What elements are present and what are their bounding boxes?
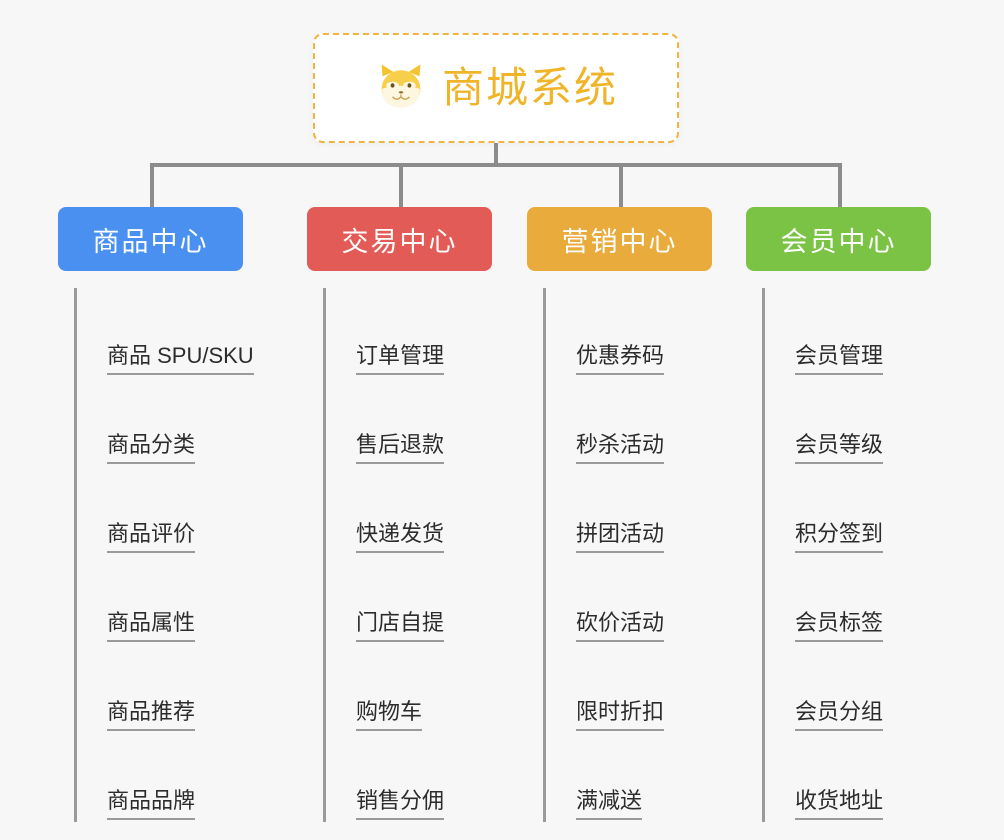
category-header-label-1: 交易中心	[341, 226, 458, 257]
root-title-inner: 商城系统	[374, 61, 618, 115]
list-item[interactable]: 限时折扣	[546, 644, 712, 733]
category-column-1: 交易中心 订单管理 售后退款 快递发货 门店自提 购物车 销售分佣	[307, 207, 492, 822]
item-label: 商品属性	[107, 609, 196, 642]
item-label: 积分签到	[795, 520, 884, 553]
list-item[interactable]: 砍价活动	[546, 555, 712, 644]
list-item[interactable]: 满减送	[546, 733, 712, 822]
category-header-3[interactable]: 会员中心	[746, 207, 931, 271]
category-header-label-2: 营销中心	[561, 226, 678, 257]
item-label: 订单管理	[356, 342, 445, 375]
item-label: 会员等级	[795, 431, 884, 464]
list-item[interactable]: 售后退款	[326, 377, 492, 466]
item-label: 商品分类	[107, 431, 196, 464]
list-item[interactable]: 商品属性	[77, 555, 243, 644]
category-header-1[interactable]: 交易中心	[307, 207, 492, 271]
category-column-0: 商品中心 商品 SPU/SKU 商品分类 商品评价 商品属性 商品推荐 商品品牌	[58, 207, 254, 822]
list-item[interactable]: 商品评价	[77, 466, 243, 555]
connector-drop-0	[150, 163, 154, 209]
list-item[interactable]: 商品品牌	[77, 733, 243, 822]
connector-drop-1	[399, 163, 403, 209]
item-label: 会员分组	[795, 698, 884, 731]
list-item[interactable]: 会员等级	[765, 377, 931, 466]
item-label: 砍价活动	[576, 609, 665, 642]
list-item[interactable]: 会员分组	[765, 644, 931, 733]
category-header-0[interactable]: 商品中心	[58, 207, 243, 271]
category-header-label-3: 会员中心	[780, 226, 897, 257]
item-label: 商品推荐	[107, 698, 196, 731]
list-item[interactable]: 订单管理	[326, 288, 492, 377]
item-label: 会员管理	[795, 342, 884, 375]
shiba-dog-face-icon	[374, 61, 428, 115]
category-column-2: 营销中心 优惠券码 秒杀活动 拼团活动 砍价活动 限时折扣 满减送	[527, 207, 712, 822]
item-label: 购物车	[356, 698, 423, 731]
list-item[interactable]: 积分签到	[765, 466, 931, 555]
item-label: 收货地址	[795, 787, 884, 820]
connector-drop-2	[619, 163, 623, 209]
item-label: 商品 SPU/SKU	[107, 342, 254, 375]
connector-horizontal-bar	[150, 163, 840, 167]
item-label: 商品品牌	[107, 787, 196, 820]
item-label: 售后退款	[356, 431, 445, 464]
list-item[interactable]: 会员标签	[765, 555, 931, 644]
item-list-2: 优惠券码 秒杀活动 拼团活动 砍价活动 限时折扣 满减送	[543, 288, 712, 822]
list-item[interactable]: 快递发货	[326, 466, 492, 555]
category-header-label-0: 商品中心	[92, 226, 209, 257]
item-label: 秒杀活动	[576, 431, 665, 464]
item-list-0: 商品 SPU/SKU 商品分类 商品评价 商品属性 商品推荐 商品品牌	[74, 288, 254, 822]
list-item[interactable]: 购物车	[326, 644, 492, 733]
item-label: 门店自提	[356, 609, 445, 642]
item-label: 满减送	[576, 787, 643, 820]
list-item[interactable]: 优惠券码	[546, 288, 712, 377]
item-label: 优惠券码	[576, 342, 665, 375]
category-header-2[interactable]: 营销中心	[527, 207, 712, 271]
list-item[interactable]: 门店自提	[326, 555, 492, 644]
connector-drop-3	[838, 163, 842, 209]
item-label: 会员标签	[795, 609, 884, 642]
list-item[interactable]: 会员管理	[765, 288, 931, 377]
list-item[interactable]: 秒杀活动	[546, 377, 712, 466]
list-item[interactable]: 商品推荐	[77, 644, 243, 733]
list-item[interactable]: 销售分佣	[326, 733, 492, 822]
list-item[interactable]: 拼团活动	[546, 466, 712, 555]
item-label: 拼团活动	[576, 520, 665, 553]
connector-root-stem	[494, 143, 498, 166]
list-item[interactable]: 商品分类	[77, 377, 243, 466]
item-label: 商品评价	[107, 520, 196, 553]
item-list-1: 订单管理 售后退款 快递发货 门店自提 购物车 销售分佣	[323, 288, 492, 822]
category-column-3: 会员中心 会员管理 会员等级 积分签到 会员标签 会员分组 收货地址	[746, 207, 931, 822]
item-label: 快递发货	[356, 520, 445, 553]
list-item[interactable]: 商品 SPU/SKU	[77, 288, 254, 377]
root-title-card[interactable]: 商城系统	[313, 33, 679, 143]
item-list-3: 会员管理 会员等级 积分签到 会员标签 会员分组 收货地址	[762, 288, 931, 822]
item-label: 限时折扣	[576, 698, 665, 731]
item-label: 销售分佣	[356, 787, 445, 820]
root-title-text: 商城系统	[441, 64, 618, 111]
list-item[interactable]: 收货地址	[765, 733, 931, 822]
